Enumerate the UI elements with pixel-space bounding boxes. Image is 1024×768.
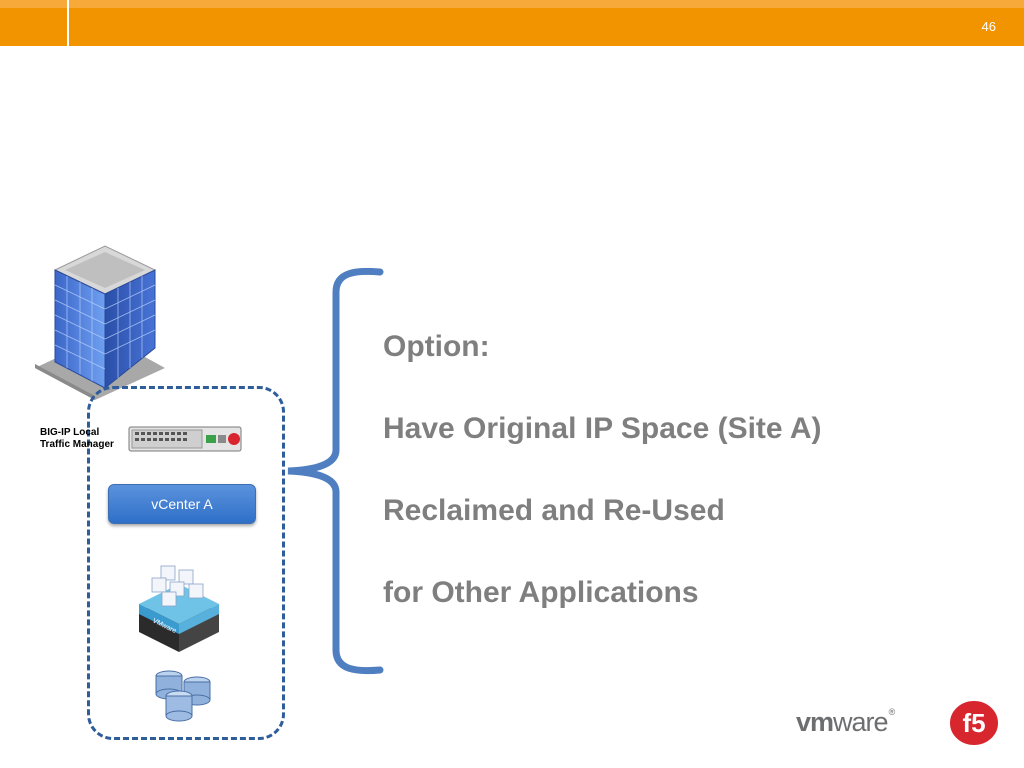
vmware-logo-vm: vm xyxy=(796,707,834,737)
bigip-label-line2: Traffic Manager xyxy=(40,439,114,450)
slide-number: 46 xyxy=(981,19,996,34)
option-line-3: for Other Applications xyxy=(383,576,699,609)
f5-logo-text: f5 xyxy=(962,708,985,738)
option-line-2: Reclaimed and Re-Used xyxy=(383,494,725,527)
f5-logo: f5 xyxy=(948,699,1000,747)
vm-cluster-icon: VMware xyxy=(139,565,219,652)
bigip-appliance-icon xyxy=(128,426,242,452)
option-line-1: Have Original IP Space (Site A) xyxy=(383,412,822,445)
vmware-logo-reg: ® xyxy=(888,707,896,717)
vmware-logo-ware: ware xyxy=(833,707,889,737)
database-icon xyxy=(155,670,211,722)
site-a-boundary xyxy=(87,386,285,740)
header-bar: 46 xyxy=(0,0,1024,46)
bigip-label-line1: BIG-IP Local xyxy=(40,427,100,438)
office-building-icon xyxy=(35,245,165,400)
header-divider xyxy=(67,0,69,46)
bigip-label: BIG-IP Local Traffic Manager xyxy=(40,427,130,451)
curly-brace-shape xyxy=(287,268,384,675)
vmware-logo: vmware® xyxy=(796,707,895,738)
option-label: Option: xyxy=(383,330,490,363)
vcenter-a-button[interactable]: vCenter A xyxy=(108,484,256,524)
